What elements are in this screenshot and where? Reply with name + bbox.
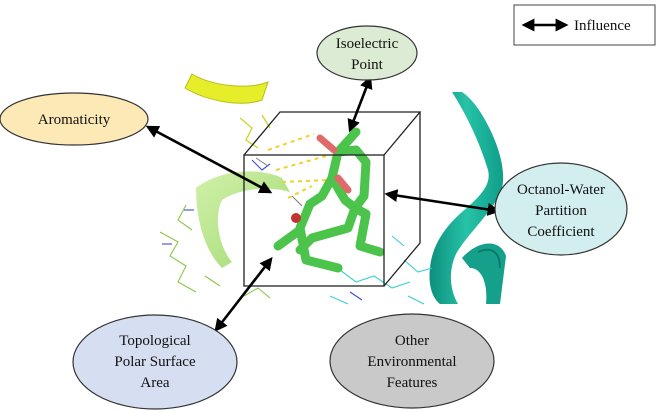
arrow-isoelectric <box>347 75 373 133</box>
node-other-environmental: Other Environmental Features <box>329 313 495 409</box>
legend: Influence <box>513 4 656 46</box>
node-aromaticity-ellipse <box>0 92 149 146</box>
hydrogen-bonds <box>267 133 331 199</box>
node-octanol-line-1: Octanol-Water <box>517 182 605 198</box>
node-octanol-ellipse <box>494 162 628 256</box>
arrow-octanol <box>384 189 501 216</box>
yellow-wire <box>239 114 271 149</box>
node-other-ellipse <box>329 313 495 409</box>
green-sheet <box>196 171 290 268</box>
node-tpsa-line-3: Area <box>140 375 169 391</box>
node-other-line-3: Features <box>387 375 438 391</box>
node-octanol-line-3: Coefficient <box>527 224 595 240</box>
node-tpsa-ellipse <box>72 314 238 410</box>
node-octanol-water: Octanol-Water Partition Coefficient <box>494 162 628 256</box>
node-other-line-2: Environmental <box>367 354 456 370</box>
protein-structure <box>159 73 506 305</box>
node-isoelectric-line-2: Point <box>351 57 384 73</box>
node-isoelectric-point: Isoelectric Point <box>316 25 418 81</box>
yellow-helix <box>184 73 269 104</box>
node-isoelectric-line-1: Isoelectric <box>336 36 399 52</box>
arrow-tpsa <box>214 256 273 333</box>
ligand-molecule <box>273 127 385 273</box>
node-tpsa-line-1: Topological <box>119 333 190 349</box>
teal-helix <box>462 243 506 304</box>
node-octanol-line-2: Partition <box>535 203 587 219</box>
teal-ribbon <box>429 92 504 304</box>
cyan-wire <box>329 235 433 305</box>
legend-label: Influence <box>574 18 631 34</box>
node-tpsa: Topological Polar Surface Area <box>72 314 238 410</box>
arrow-aromaticity <box>145 125 273 194</box>
node-aromaticity: Aromaticity <box>0 92 149 146</box>
node-tpsa-line-2: Polar Surface <box>114 354 196 370</box>
influence-arrows <box>145 75 501 333</box>
node-other-line-1: Other <box>395 333 429 349</box>
node-isoelectric-ellipse <box>316 25 418 81</box>
node-aromaticity-line-1: Aromaticity <box>38 112 111 128</box>
